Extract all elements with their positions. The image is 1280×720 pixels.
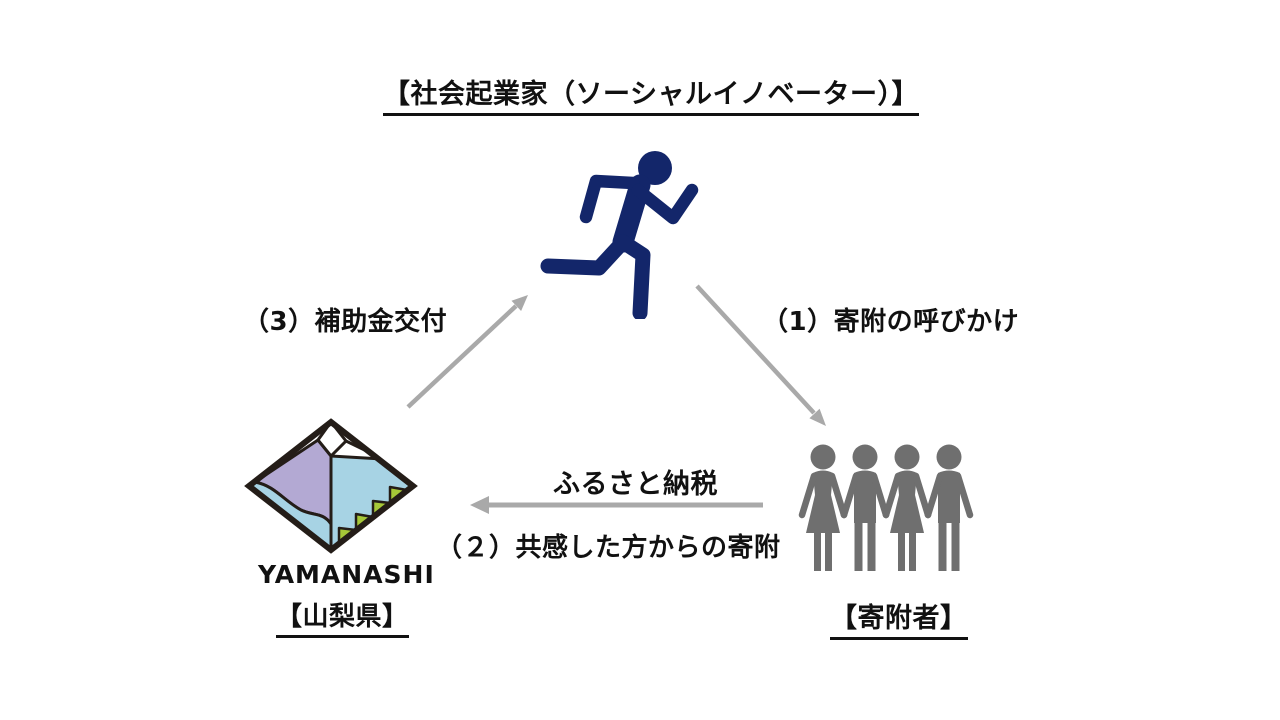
prefecture-label: 【山梨県】 <box>276 596 409 638</box>
running-person-icon <box>540 151 699 319</box>
flow-label-donation: （２）共感した方からの寄附 <box>436 533 781 563</box>
flow-label-furusato-tax: ふるさと納税 <box>553 469 718 500</box>
people-holding-hands-icon <box>798 444 974 571</box>
yamanashi-diamond-logo <box>244 418 418 554</box>
runner-back-leg <box>540 234 631 276</box>
person-man-1 <box>840 444 890 571</box>
logo-summit-diamond <box>316 419 349 459</box>
arrow-subsidy-head <box>511 295 528 311</box>
yamanashi-logo-text: YAMANASHI <box>258 560 435 589</box>
runner-front-leg <box>615 234 651 319</box>
runner-front-arm <box>631 183 699 225</box>
donors-label: 【寄附者】 <box>830 596 968 640</box>
person-woman-2 <box>882 444 932 571</box>
flow-label-call-for-donation: （1）寄附の呼びかけ <box>762 307 1020 337</box>
arrow-call-head <box>809 408 826 426</box>
runner-head <box>638 151 672 185</box>
person-woman-1 <box>798 444 848 571</box>
person-man-2 <box>924 444 974 571</box>
runner-back-arm <box>579 174 640 224</box>
logo-diamond-outline <box>244 418 418 554</box>
flow-label-subsidy: （3）補助金交付 <box>243 307 448 337</box>
diagram-title: 【社会起業家（ソーシャルイノベーター）】 <box>383 72 919 116</box>
arrow-furusato-head <box>470 496 489 514</box>
